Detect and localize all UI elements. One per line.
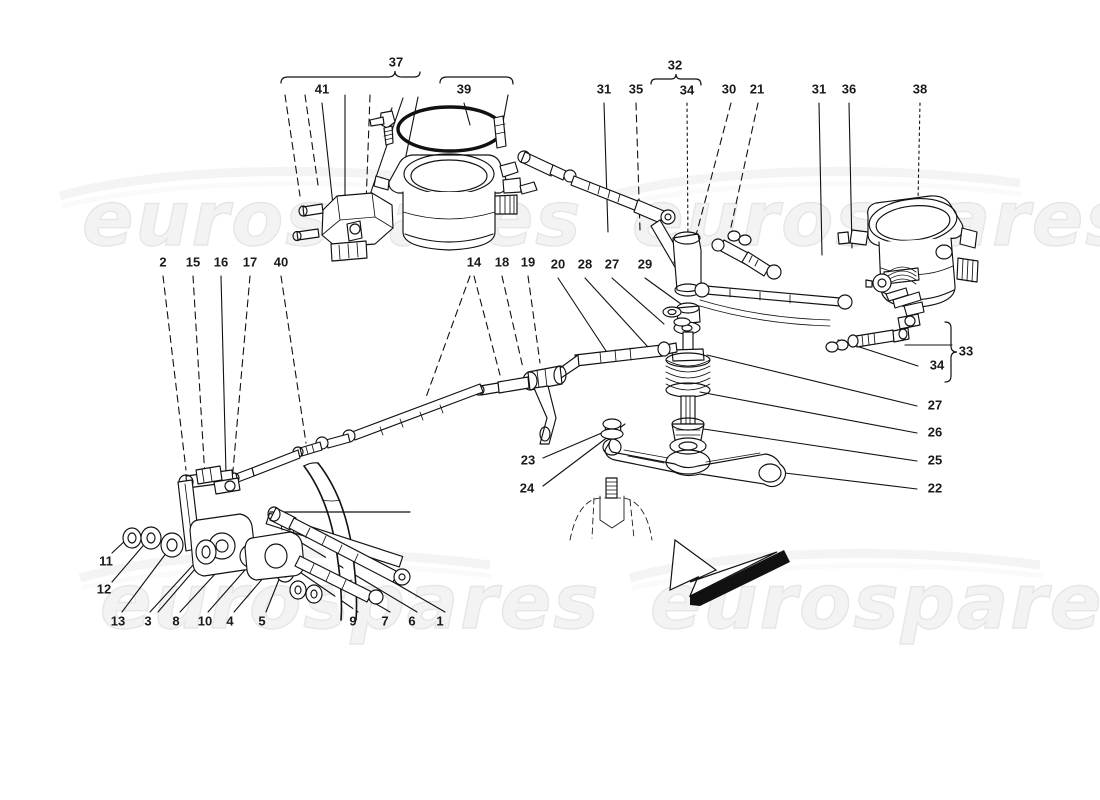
secondary-linkage-rods: [694, 230, 853, 327]
watermark-text: eurospares: [632, 174, 1100, 263]
callout-40: 40: [274, 254, 288, 269]
mounting-bracket-triangle: [602, 437, 787, 488]
throttle-body-right: [825, 195, 979, 353]
callout-2: 2: [159, 254, 166, 269]
bracket-37: [280, 70, 421, 84]
callout-1: 1: [436, 613, 443, 628]
leader-group-top-right: [603, 102, 921, 259]
callout-39: 39: [457, 81, 471, 96]
throttle-body-left: [369, 105, 538, 251]
leader-group-right: [696, 339, 953, 490]
throttle-actuator-left: [292, 192, 394, 262]
callout-14: 14: [467, 254, 482, 269]
pedal-bracket-assembly: [122, 465, 305, 583]
callout-24: 24: [520, 480, 535, 495]
callout-33: 33: [959, 343, 973, 358]
callout-31-b: 31: [812, 81, 826, 96]
rod-adjuster-nuts: [662, 306, 691, 327]
callout-31-a: 31: [597, 81, 611, 96]
center-cross-shaft: [473, 341, 678, 445]
callout-34-a: 34: [680, 82, 695, 97]
callout-6: 6: [408, 613, 415, 628]
callout-36: 36: [842, 81, 856, 96]
callout-26: 26: [928, 424, 942, 439]
callout-16: 16: [214, 254, 228, 269]
callout-19: 19: [521, 254, 535, 269]
callout-32: 32: [668, 57, 682, 72]
callout-7: 7: [381, 613, 388, 628]
callout-11: 11: [99, 553, 113, 568]
callout-12: 12: [97, 581, 111, 596]
callout-3: 3: [144, 613, 151, 628]
callout-17: 17: [243, 254, 257, 269]
mount-stud-and-pedestal: [569, 418, 653, 541]
bracket-32: [650, 73, 702, 86]
callout-label-layer: 37 32 33 41 39 31 35 34 30 21 31 36 38 2…: [97, 54, 973, 628]
callout-41: 41: [315, 81, 329, 96]
leader-group-left: [162, 275, 307, 483]
callout-23: 23: [521, 452, 535, 467]
orientation-arrow: [669, 538, 790, 606]
long-control-rod: [228, 383, 484, 484]
callout-22: 22: [928, 480, 942, 495]
callout-15: 15: [186, 254, 200, 269]
callout-30: 30: [722, 81, 736, 96]
callout-4: 4: [226, 613, 234, 628]
callout-35: 35: [629, 81, 643, 96]
callout-25: 25: [928, 452, 942, 467]
fasteners-bottom: [265, 506, 411, 605]
callout-8: 8: [172, 613, 179, 628]
watermark-text: eurospares: [650, 557, 1100, 646]
bracket-39: [439, 76, 514, 85]
callout-34-b: 34: [930, 357, 945, 372]
callout-20: 20: [551, 256, 565, 271]
bracket-33: [944, 321, 958, 383]
callout-27-top: 27: [605, 256, 619, 271]
callout-29: 29: [638, 256, 652, 271]
callout-37: 37: [389, 54, 403, 69]
leader-group-middle: [424, 275, 682, 401]
callout-5: 5: [258, 613, 265, 628]
callout-27: 27: [928, 397, 942, 412]
throttle-return-spring-center: [665, 352, 711, 398]
callout-10: 10: [198, 613, 212, 628]
callout-28: 28: [578, 256, 592, 271]
callout-21: 21: [750, 81, 764, 96]
callout-38: 38: [913, 81, 927, 96]
throttle-o-ring: [396, 105, 504, 153]
central-pivot-assembly: [665, 231, 711, 455]
callout-18: 18: [495, 254, 509, 269]
callout-9: 9: [349, 613, 356, 628]
callout-13: 13: [111, 613, 125, 628]
